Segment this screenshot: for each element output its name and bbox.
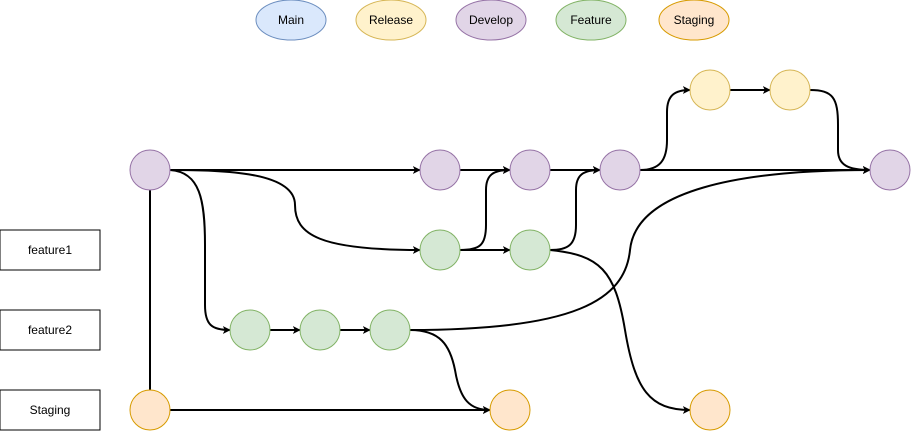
edge-feature1-to-develop [459,166,511,251]
edges [149,86,871,414]
row-label-feature2-text: feature2 [28,323,72,337]
row-label-staging: Staging [0,389,101,431]
row-label-staging-text: Staging [30,403,71,417]
develop-commit-node [129,149,171,191]
legend-feature: Feature [555,0,627,41]
legend-release: Release [355,0,427,41]
develop-commit-node [869,149,911,191]
feature2-commit-node [369,309,411,351]
legend-staging-label: Staging [674,13,715,27]
nodes [129,69,911,431]
edge-develop-to-feature1 [169,169,421,254]
legend-main-label: Main [278,13,304,27]
edge-feature2-to-develop [409,166,871,331]
staging-commit-node [129,389,171,431]
legend: Main Release Develop Feature Staging [255,0,730,41]
develop-commit-node [599,149,641,191]
feature2-commit-node [299,309,341,351]
release-commit-node [769,69,811,111]
edge-feature2-to-staging [409,329,491,414]
develop-commit-node [509,149,551,191]
legend-staging: Staging [658,0,730,41]
row-label-feature1: feature1 [0,229,101,271]
edge-release-to-develop [809,89,871,174]
row-label-feature1-text: feature1 [28,243,72,257]
feature1-commit-node [419,229,461,271]
legend-develop: Develop [455,0,527,41]
edge-feature1-to-develop-2 [549,166,601,251]
edge-develop-to-feature2 [169,169,231,334]
edge-develop-to-release [639,86,691,171]
develop-commit-node [419,149,461,191]
staging-commit-node [489,389,531,431]
feature1-commit-node [509,229,551,271]
legend-develop-label: Develop [469,13,513,27]
release-commit-node [689,69,731,111]
edge-feature1-to-staging [549,249,691,414]
feature2-commit-node [229,309,271,351]
legend-main: Main [255,0,327,41]
row-label-feature2: feature2 [0,309,101,351]
staging-commit-node [689,389,731,431]
legend-feature-label: Feature [570,13,612,27]
legend-release-label: Release [369,13,413,27]
